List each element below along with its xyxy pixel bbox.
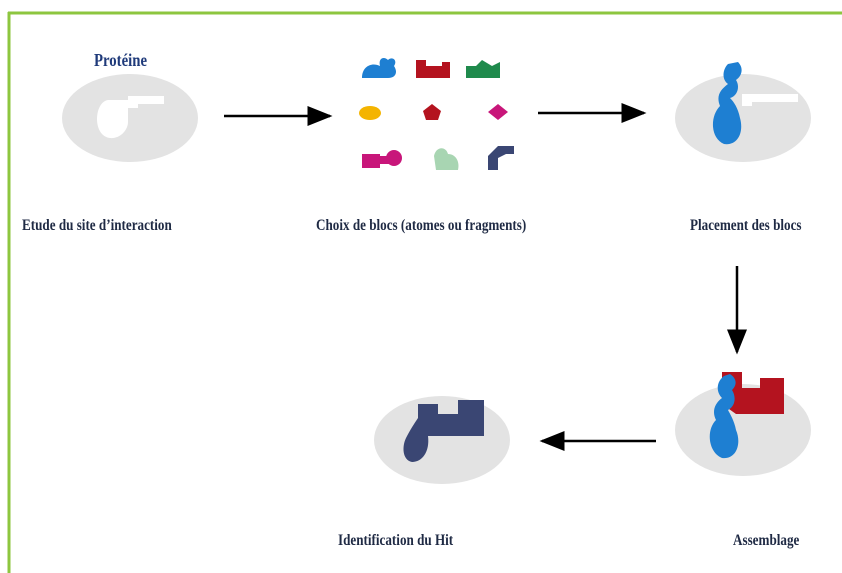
label-step-block-placement: Placement des blocs <box>690 217 802 234</box>
label-step-hit: Identification du Hit <box>338 532 454 549</box>
hit-figure <box>374 396 510 484</box>
protein-title: Protéine <box>94 50 148 70</box>
label-step-interaction-site: Etude du site d’interaction <box>22 217 172 234</box>
assembled-blue-block <box>709 374 739 459</box>
placed-blue-fragment <box>712 62 742 145</box>
hit-molecule <box>403 400 484 462</box>
assemblage-figure <box>675 372 811 476</box>
assembled-red-block <box>722 372 784 414</box>
block-fragments <box>359 58 514 170</box>
fragment-magenta-diamond <box>488 104 508 120</box>
fragment-blue <box>362 58 396 78</box>
fragment-navy <box>488 146 514 170</box>
label-step-block-choice: Choix de blocs (atomes ou fragments) <box>316 217 527 234</box>
protein-shape <box>62 74 198 162</box>
fragment-red <box>416 60 450 78</box>
fragment-red-pentagon <box>423 104 441 120</box>
fragment-yellow <box>359 106 381 120</box>
placement-figure <box>675 62 811 162</box>
fragment-light-green <box>434 148 459 170</box>
label-step-assembly: Assemblage <box>733 532 800 549</box>
fragment-green <box>466 60 500 78</box>
fragment-magenta-dumbbell <box>362 150 402 168</box>
